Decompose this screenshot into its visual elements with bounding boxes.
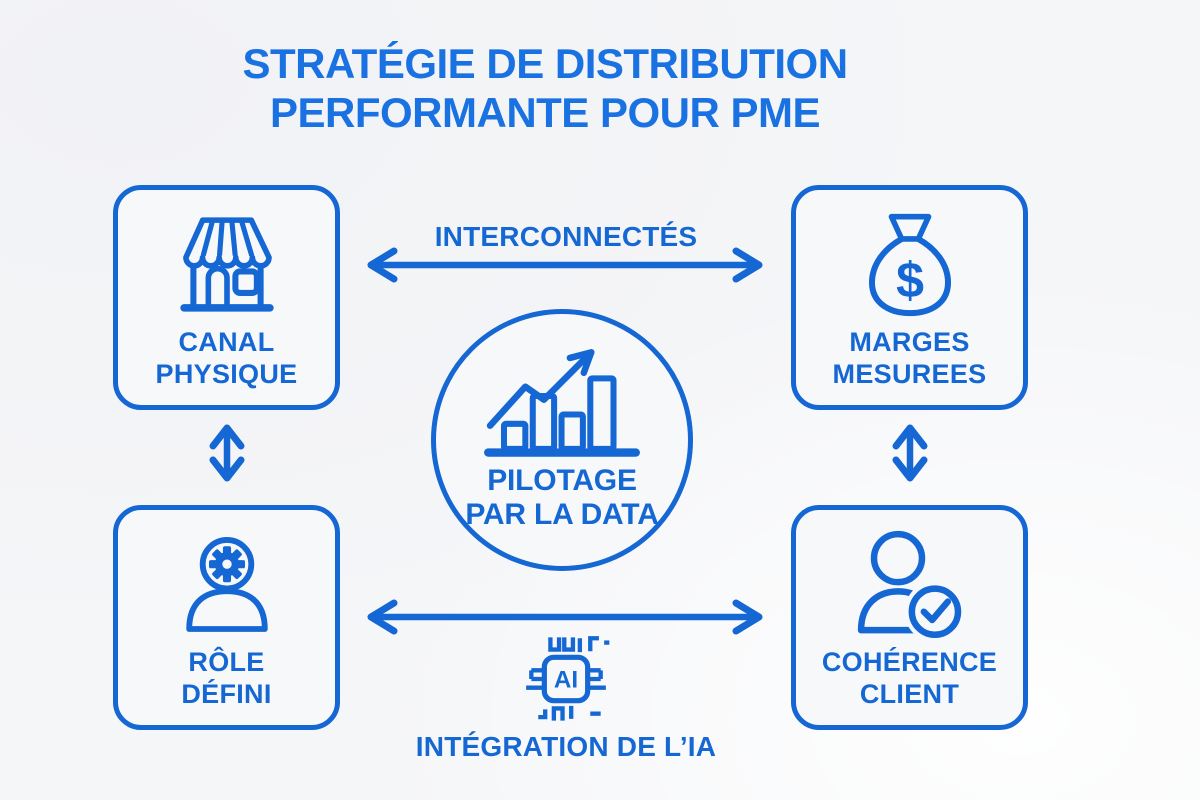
- node-marges-mesurees: $ MARGES MESUREES: [791, 185, 1028, 410]
- double-arrow-icon-top: [350, 246, 780, 284]
- double-arrow-icon-bottom: [350, 598, 780, 636]
- node-label: RÔLE DÉFINI: [181, 647, 272, 709]
- connector-label-integration-ia: INTÉGRATION DE L’IA: [415, 731, 717, 762]
- growth-chart-icon: [480, 344, 644, 460]
- node-label: MARGES MESUREES: [832, 327, 987, 389]
- page-title-line-1: STRATÉGIE DE DISTRIBUTION: [242, 40, 848, 87]
- dollar-glyph: $: [896, 252, 924, 308]
- page-title-line-2: PERFORMANTE POUR PME: [269, 88, 821, 136]
- node-canal-physique: CANAL PHYSIQUE: [113, 185, 340, 410]
- hub-pilotage-data: PILOTAGE PAR LA DATA: [431, 309, 693, 571]
- node-role-defini: RÔLE DÉFINI: [113, 505, 340, 730]
- ai-glyph: AI: [554, 667, 578, 694]
- double-arrow-icon-right: [888, 413, 932, 493]
- storefront-icon: [168, 208, 286, 320]
- hub-label: PILOTAGE PAR LA DATA: [465, 464, 659, 531]
- person-gear-icon: [173, 528, 281, 640]
- connector-label-interconnectes: INTERCONNECTÉS: [434, 221, 698, 252]
- page-title: STRATÉGIE DE DISTRIBUTION PERFORMANTE PO…: [45, 40, 1045, 137]
- node-coherence-client: COHÉRENCE CLIENT: [791, 505, 1028, 730]
- double-arrow-icon-left: [205, 413, 249, 493]
- person-check-icon: [850, 528, 970, 640]
- money-bag-icon: $: [859, 208, 961, 320]
- ai-chip-icon: AI: [514, 627, 618, 731]
- node-label: CANAL PHYSIQUE: [155, 327, 298, 389]
- node-label: COHÉRENCE CLIENT: [821, 647, 998, 709]
